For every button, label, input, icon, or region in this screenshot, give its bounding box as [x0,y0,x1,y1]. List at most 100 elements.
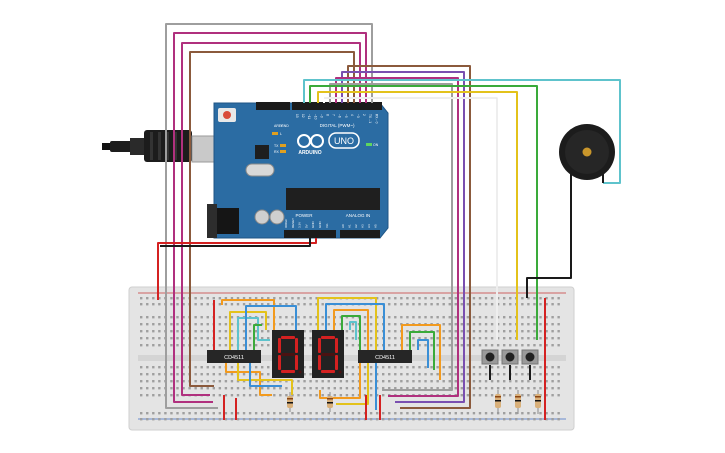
breadboard-hole[interactable] [375,418,379,421]
breadboard-hole[interactable] [351,387,355,390]
breadboard-hole[interactable] [418,337,421,340]
breadboard-hole[interactable] [279,297,282,300]
breadboard-hole[interactable] [297,394,300,397]
breadboard-hole[interactable] [418,366,421,369]
breadboard-hole[interactable] [400,316,403,319]
breadboard-hole[interactable] [194,366,197,369]
breadboard-hole[interactable] [527,297,530,300]
breadboard-hole[interactable] [345,316,349,319]
breadboard-hole[interactable] [545,373,548,376]
breadboard-hole[interactable] [509,380,512,383]
wire-purple[interactable] [341,71,465,403]
breadboard-hole[interactable] [388,366,391,369]
breadboard-hole[interactable] [351,394,355,397]
breadboard-hole[interactable] [533,316,536,319]
breadboard-hole[interactable] [230,394,234,397]
breadboard-hole[interactable] [448,330,451,333]
breadboard-hole[interactable] [218,330,222,333]
breadboard-hole[interactable] [430,303,433,306]
breadboard-hole[interactable] [400,412,403,415]
breadboard-hole[interactable] [158,373,161,376]
breadboard-hole[interactable] [339,412,343,415]
breadboard-hole[interactable] [490,337,494,340]
breadboard-hole[interactable] [484,344,488,347]
breadboard-hole[interactable] [551,366,554,369]
breadboard-hole[interactable] [496,337,500,340]
breadboard-hole[interactable] [515,366,518,369]
breadboard-hole[interactable] [442,316,445,319]
breadboard-hole[interactable] [303,418,306,421]
breadboard-hole[interactable] [527,316,530,319]
breadboard-hole[interactable] [158,418,161,421]
breadboard-hole[interactable] [206,380,209,383]
breadboard-hole[interactable] [533,366,536,369]
breadboard-hole[interactable] [158,330,161,333]
wire-orange[interactable] [221,299,275,330]
breadboard-hole[interactable] [472,337,476,340]
breadboard-hole[interactable] [466,303,470,306]
breadboard-hole[interactable] [248,330,252,333]
breadboard-hole[interactable] [375,373,379,376]
breadboard-hole[interactable] [200,412,203,415]
breadboard-hole[interactable] [539,418,542,421]
breadboard-hole[interactable] [309,412,312,415]
breadboard-hole[interactable] [496,323,500,326]
breadboard-hole[interactable] [430,373,433,376]
breadboard-hole[interactable] [170,418,173,421]
breadboard-hole[interactable] [503,418,506,421]
breadboard-hole[interactable] [224,303,228,306]
breadboard-hole[interactable] [224,373,228,376]
breadboard-hole[interactable] [448,366,451,369]
breadboard-hole[interactable] [309,394,312,397]
breadboard-hole[interactable] [279,412,282,415]
breadboard-hole[interactable] [375,412,379,415]
breadboard-hole[interactable] [533,303,536,306]
breadboard-hole[interactable] [436,344,439,347]
breadboard-hole[interactable] [345,337,349,340]
breadboard-hole[interactable] [303,316,306,319]
breadboard-hole[interactable] [182,316,185,319]
breadboard-hole[interactable] [176,297,179,300]
breadboard-hole[interactable] [436,412,439,415]
breadboard-hole[interactable] [176,303,179,306]
breadboard-hole[interactable] [152,303,155,306]
breadboard-hole[interactable] [279,316,282,319]
wire-orange[interactable] [401,324,441,380]
breadboard-hole[interactable] [267,330,270,333]
breadboard-hole[interactable] [503,387,506,390]
breadboard-hole[interactable] [521,366,524,369]
breadboard-hole[interactable] [218,323,222,326]
breadboard-hole[interactable] [309,337,312,340]
breadboard-hole[interactable] [333,387,336,390]
breadboard-hole[interactable] [170,380,173,383]
breadboard-hole[interactable] [267,387,270,390]
breadboard-hole[interactable] [375,380,379,383]
breadboard-hole[interactable] [436,387,439,390]
breadboard-hole[interactable] [206,387,209,390]
breadboard-hole[interactable] [206,373,209,376]
breadboard-hole[interactable] [248,323,252,326]
breadboard-hole[interactable] [460,323,464,326]
breadboard-hole[interactable] [212,412,215,415]
breadboard-hole[interactable] [212,380,215,383]
breadboard-hole[interactable] [242,373,246,376]
wire-magenta[interactable] [173,32,367,403]
breadboard-hole[interactable] [418,387,421,390]
breadboard-hole[interactable] [448,303,451,306]
breadboard-hole[interactable] [140,418,143,421]
breadboard-hole[interactable] [140,330,143,333]
breadboard-hole[interactable] [369,412,373,415]
breadboard-hole[interactable] [200,366,203,369]
breadboard-hole[interactable] [224,412,228,415]
breadboard-hole[interactable] [394,418,397,421]
breadboard-hole[interactable] [448,380,451,383]
breadboard-hole[interactable] [140,373,143,376]
breadboard-hole[interactable] [521,380,524,383]
breadboard-hole[interactable] [400,303,403,306]
breadboard-hole[interactable] [230,380,234,383]
breadboard-hole[interactable] [539,380,542,383]
breadboard-hole[interactable] [194,380,197,383]
breadboard-hole[interactable] [412,366,415,369]
breadboard-hole[interactable] [200,387,203,390]
wire-orange[interactable] [333,309,369,350]
